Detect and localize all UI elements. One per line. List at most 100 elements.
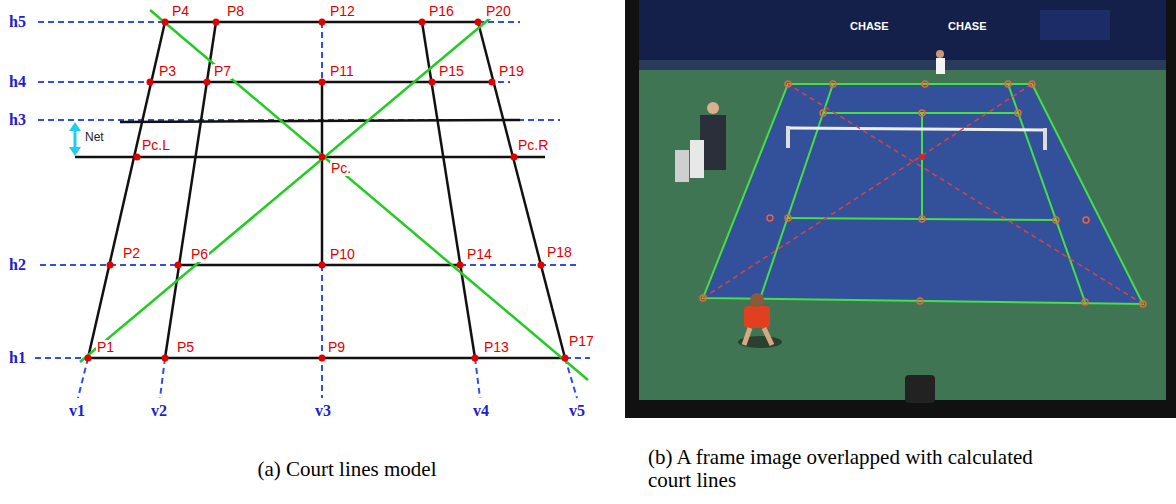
point-dot bbox=[457, 262, 464, 269]
player-head bbox=[750, 293, 764, 307]
umpire bbox=[707, 102, 719, 114]
point-dot bbox=[319, 79, 326, 86]
row-label: h5 bbox=[8, 13, 27, 31]
point-dot bbox=[472, 355, 479, 362]
far-player bbox=[936, 50, 944, 58]
point-label: P3 bbox=[158, 64, 177, 79]
frame-border bbox=[625, 0, 639, 418]
point-dot bbox=[511, 154, 518, 161]
point-dot bbox=[134, 154, 141, 161]
frame-border bbox=[1166, 0, 1176, 418]
row-label: h2 bbox=[8, 256, 27, 274]
point-label: Pc.L bbox=[141, 138, 171, 153]
point-dot bbox=[919, 216, 925, 222]
point-label: P7 bbox=[213, 64, 232, 79]
far-player bbox=[936, 58, 945, 74]
point-dot bbox=[1005, 81, 1011, 87]
point-dot bbox=[1015, 110, 1021, 116]
near-player bbox=[738, 293, 782, 348]
frame-image bbox=[625, 0, 1176, 418]
court-line bbox=[88, 357, 565, 360]
net-line bbox=[120, 120, 520, 122]
point-label: Pc.R bbox=[517, 138, 549, 153]
guide-line bbox=[321, 22, 323, 82]
column-label: v3 bbox=[314, 402, 332, 420]
point-dot bbox=[767, 215, 773, 221]
banner-text: CHASE bbox=[850, 20, 889, 32]
point-label: P14 bbox=[466, 247, 493, 262]
point-dot bbox=[917, 298, 923, 304]
diagonal-guide bbox=[788, 84, 1143, 304]
guide-line bbox=[321, 265, 323, 398]
point-dot bbox=[319, 19, 326, 26]
guide-line bbox=[38, 81, 510, 83]
point-dot bbox=[489, 79, 496, 86]
point-label: P1 bbox=[96, 340, 115, 355]
court-surround bbox=[625, 0, 1176, 418]
diagonal-guide bbox=[703, 84, 1032, 298]
guide-line bbox=[40, 264, 578, 266]
spectator bbox=[690, 140, 704, 178]
point-dot bbox=[107, 262, 114, 269]
point-label: P4 bbox=[171, 4, 190, 19]
diagonal-guides bbox=[703, 84, 1143, 304]
point-label: P17 bbox=[568, 334, 595, 349]
point-label: P10 bbox=[329, 247, 356, 262]
point-dot bbox=[1029, 81, 1035, 87]
detected-line bbox=[703, 84, 1143, 304]
point-label: P12 bbox=[329, 4, 356, 19]
point-dot bbox=[922, 81, 928, 87]
guide-line bbox=[475, 358, 480, 398]
point-label: P20 bbox=[485, 4, 512, 19]
point-dot bbox=[919, 110, 925, 116]
point-dot bbox=[1082, 299, 1088, 305]
point-dot bbox=[1140, 301, 1146, 307]
guide-line bbox=[160, 358, 165, 398]
net-post bbox=[1043, 128, 1047, 150]
court-lines bbox=[75, 22, 565, 358]
point-dot bbox=[204, 79, 211, 86]
column-label: v4 bbox=[472, 402, 490, 420]
point-dot bbox=[319, 262, 326, 269]
point-dot bbox=[785, 81, 791, 87]
point-dot bbox=[538, 262, 545, 269]
guide-line bbox=[35, 357, 590, 359]
guide-line bbox=[78, 358, 88, 398]
column-label: v2 bbox=[150, 402, 168, 420]
detected-line bbox=[760, 84, 833, 299]
net-post bbox=[786, 126, 790, 148]
net-arrow bbox=[69, 122, 81, 156]
diagonal-line bbox=[150, 10, 588, 380]
detected-points bbox=[700, 81, 1146, 307]
point-dot bbox=[175, 262, 182, 269]
arrow-head bbox=[69, 122, 81, 131]
point-label: P15 bbox=[438, 64, 465, 79]
stadium-wall bbox=[625, 60, 1176, 70]
point-dot bbox=[475, 19, 482, 26]
point-dot bbox=[319, 154, 326, 161]
column-label: v5 bbox=[568, 402, 586, 420]
player-leg bbox=[744, 328, 750, 345]
point-label: P11 bbox=[329, 64, 355, 79]
court-line bbox=[478, 22, 565, 358]
point-dot bbox=[562, 355, 569, 362]
dimension-label: Net bbox=[84, 131, 105, 144]
center-point bbox=[919, 154, 925, 160]
row-label: h3 bbox=[8, 111, 27, 129]
frame-border bbox=[625, 400, 1176, 418]
row-label: h1 bbox=[8, 349, 27, 367]
point-dot bbox=[319, 355, 326, 362]
point-dot bbox=[1083, 217, 1089, 223]
court-points bbox=[85, 19, 569, 362]
point-label: P13 bbox=[483, 340, 510, 355]
point-dot bbox=[147, 79, 154, 86]
row-label: h4 bbox=[8, 73, 27, 91]
player-leg bbox=[764, 328, 772, 345]
court-line bbox=[422, 22, 475, 358]
point-dot bbox=[213, 19, 220, 26]
detected-line bbox=[1008, 84, 1085, 302]
spectator bbox=[675, 150, 689, 182]
player-shirt bbox=[744, 306, 770, 328]
